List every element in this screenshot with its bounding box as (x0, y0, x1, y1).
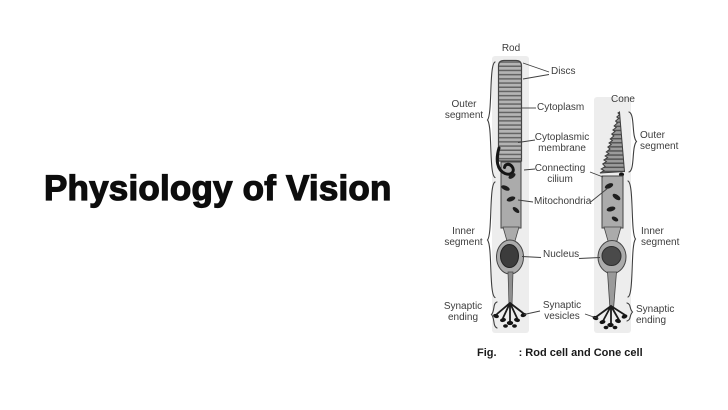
cone-nucleus (601, 246, 622, 266)
label-inner-segment-left: Inner segment (444, 226, 483, 248)
label-cytoplasm: Cytoplasm (537, 102, 585, 113)
figure-caption: Fig. : Rod cell and Cone cell (477, 347, 643, 359)
rod-axon-stalk (507, 271, 514, 307)
cone-outer-segment (599, 111, 626, 174)
brace-outer-segment-right (628, 111, 638, 173)
label-cytoplasmic-membrane: Cytoplasmic membrane (534, 132, 590, 154)
figure-caption-prefix: Fig. (477, 347, 497, 359)
rod-cell-drawing (493, 59, 527, 328)
label-synaptic-ending-right: Synaptic ending (636, 304, 675, 326)
slide-title: Physiology of Vision (43, 169, 392, 208)
pointer-lines (517, 62, 609, 319)
nucleus-pointer-left (521, 256, 542, 258)
rod-outer-segment (497, 59, 523, 162)
label-nucleus: Nucleus (543, 249, 580, 260)
label-connecting-cilium: Connecting cilium (534, 163, 586, 185)
brace-inner-segment-right (627, 180, 637, 298)
label-synaptic-ending-left: Synaptic ending (443, 301, 483, 323)
connecting-cilium-pointer-left (523, 168, 536, 171)
rod-connecting-cilium-hook (495, 146, 515, 176)
rod-mitochondria (501, 173, 520, 213)
brace-inner-segment-left (486, 181, 496, 299)
label-mitochondria: Mitochondria (534, 196, 592, 207)
figure-caption-title: : Rod cell and Cone cell (518, 347, 643, 359)
label-outer-segment-right: Outer segment (640, 130, 679, 152)
mitochondria-pointer-right (589, 187, 609, 203)
label-inner-segment-right: Inner segment (641, 226, 680, 248)
synaptic-vesicles-pointer-right (584, 313, 599, 319)
brace-synaptic-ending-right (626, 302, 634, 322)
brace-outer-segment-left (486, 61, 496, 179)
label-discs: Discs (551, 66, 576, 77)
brace-synaptic-ending-left (490, 301, 498, 329)
label-outer-segment-left: Outer segment (444, 99, 484, 121)
rod-cell-title: Rod (501, 43, 521, 54)
cone-mitochondria (604, 183, 621, 222)
cytoplasmic-membrane-pointer (517, 139, 536, 143)
rod-synaptic-ending (493, 302, 527, 328)
segment-braces (486, 61, 638, 329)
label-synaptic-vesicles: Synaptic vesicles (542, 300, 582, 322)
nucleus-pointer-right (578, 257, 601, 259)
cell-illustration-svg (486, 56, 638, 333)
synaptic-vesicles-pointer-left (523, 310, 541, 315)
rod-nucleus (500, 244, 519, 268)
mitochondria-pointer-left (517, 199, 534, 203)
connecting-cilium-pointer-right (589, 171, 604, 178)
discs-pointer (522, 62, 550, 80)
cone-cell-title: Cone (611, 94, 635, 105)
